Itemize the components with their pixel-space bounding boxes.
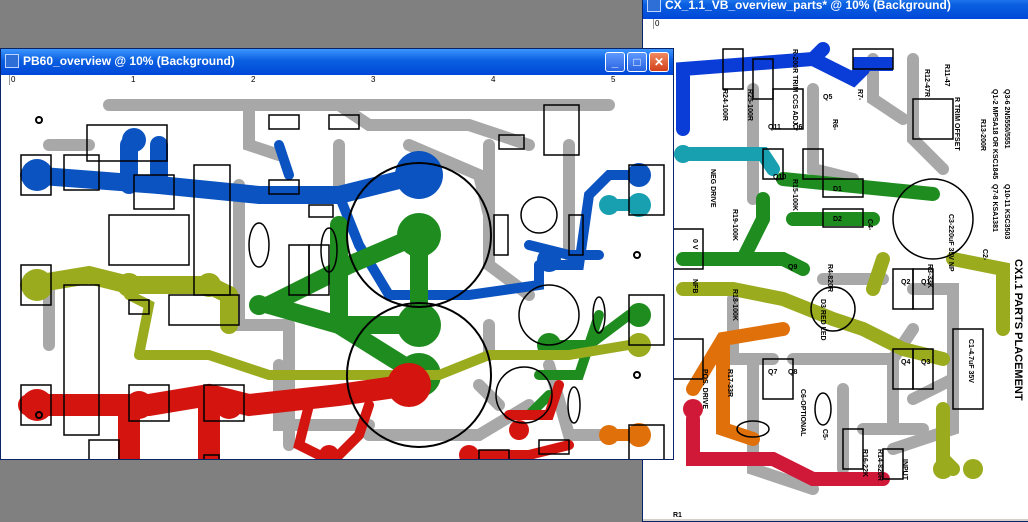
main-cap-outline-1 bbox=[346, 162, 492, 308]
ruler-label-2: 2 bbox=[251, 75, 256, 84]
r12-label: R12-47R bbox=[923, 69, 930, 97]
c6-label: C6-OPTIONAL bbox=[799, 389, 806, 437]
minimize-button[interactable]: _ bbox=[605, 52, 625, 72]
left-window-titlebar[interactable]: PB60_overview @ 10% (Background) _ □ ✕ bbox=[1, 49, 673, 75]
q11-label: Q11 bbox=[768, 124, 781, 131]
photoshop-document-icon bbox=[5, 54, 19, 68]
pb60-overview-window: PB60_overview @ 10% (Background) _ □ ✕ 0… bbox=[0, 48, 674, 460]
d1-label: D1 bbox=[833, 186, 842, 193]
pos-drive-label: POS. DRIVE bbox=[701, 369, 708, 409]
r19-label: R19-100K bbox=[731, 209, 738, 241]
q9-label: Q9 bbox=[788, 264, 797, 271]
q8-label: Q8 bbox=[788, 369, 797, 376]
right-ruler-label: 0 bbox=[655, 19, 660, 28]
q7-label: Q7 bbox=[768, 369, 777, 376]
c3-label: C3-220uF 35V NP bbox=[947, 214, 954, 272]
q3-6-note: Q3-6 2N5550/5551 bbox=[1003, 89, 1010, 149]
neg-drive-label: NEG DRIVE bbox=[709, 169, 716, 208]
q1-label: Q1 bbox=[921, 279, 930, 286]
r7-label: R7- bbox=[856, 89, 863, 101]
cx11-pcb-layout: CX1.1 PARTS PLACEMENT Q1-2 MPSA18 OR KSC… bbox=[672, 42, 1024, 519]
ruler-label-5: 5 bbox=[611, 75, 616, 84]
ccs-trim-label: R-200R TRIM CCS ADJ. bbox=[791, 49, 798, 127]
r6-label: R6- bbox=[831, 119, 838, 131]
r11-label: R11-47 bbox=[943, 64, 950, 87]
pcb-parts-window: CX_1.1_VB_overview_parts* @ 10% (Backgro… bbox=[642, 0, 1028, 522]
r25-label: R25-100R bbox=[746, 89, 753, 121]
blue-cap-pad bbox=[395, 151, 443, 199]
left-canvas[interactable] bbox=[9, 85, 673, 459]
r16-label: R16-22K bbox=[861, 449, 868, 477]
q6-label: Q6 bbox=[793, 124, 802, 131]
r18-label: R18-100K bbox=[731, 289, 738, 321]
deep-blue-pad bbox=[853, 57, 893, 71]
q1-2-note: Q1-2 MPSA18 OR KSC1845 bbox=[991, 89, 998, 179]
r4-label: R4-820R bbox=[826, 264, 833, 292]
ov-label: 0 V bbox=[691, 239, 698, 250]
close-button[interactable]: ✕ bbox=[649, 52, 669, 72]
r13-label: R13-200R bbox=[979, 119, 986, 151]
r14-label: R14-820R bbox=[876, 449, 883, 481]
q7-8-note: Q7-8 KSA1381 bbox=[991, 184, 998, 232]
photoshop-document-icon bbox=[647, 0, 661, 12]
d2-label: D2 bbox=[833, 216, 842, 223]
c3-capacitor-outline bbox=[892, 178, 974, 260]
q3-label: Q3 bbox=[921, 359, 930, 366]
right-window-titlebar[interactable]: CX_1.1_VB_overview_parts* @ 10% (Backgro… bbox=[643, 0, 1028, 19]
d3-label: D3 RED LED bbox=[819, 299, 826, 341]
ruler-label-0: 0 bbox=[11, 75, 16, 84]
q4-label: Q4 bbox=[901, 359, 910, 366]
q2-label: Q2 bbox=[901, 279, 910, 286]
right-window-title: CX_1.1_VB_overview_parts* @ 10% (Backgro… bbox=[665, 0, 951, 12]
ruler-label-1: 1 bbox=[131, 75, 136, 84]
c2-label: C2- bbox=[981, 249, 988, 261]
q10-11-note: Q10-11 KSC3503 bbox=[1003, 184, 1010, 239]
nfb-label: NFB bbox=[691, 279, 698, 293]
r17-label: R17-33R bbox=[726, 369, 733, 397]
c5-label: C5- bbox=[821, 429, 828, 441]
r24-label: R24-100R bbox=[721, 89, 728, 121]
input-label: INPUT bbox=[901, 459, 908, 481]
maximize-button[interactable]: □ bbox=[627, 52, 647, 72]
r15-label: R15-100K bbox=[791, 179, 798, 211]
q5-label: Q5 bbox=[823, 94, 832, 101]
c4-label: C4- bbox=[866, 219, 873, 231]
ruler-label-4: 4 bbox=[491, 75, 496, 84]
c1-label: C1-4.7uF 35V bbox=[967, 339, 974, 383]
offset-trim-label: R TRIM OFFSET bbox=[953, 97, 960, 151]
q10-label: Q10 bbox=[773, 174, 786, 181]
r1-label: R1 bbox=[673, 512, 682, 519]
r3-label: R3-33K bbox=[926, 264, 933, 288]
right-canvas[interactable]: CX1.1 PARTS PLACEMENT Q1-2 MPSA18 OR KSC… bbox=[653, 29, 1028, 519]
main-cap-outline-2 bbox=[346, 302, 492, 448]
pb60-pcb-layout bbox=[18, 99, 665, 459]
left-window-title: PB60_overview @ 10% (Background) bbox=[23, 54, 235, 68]
ruler-label-3: 3 bbox=[371, 75, 376, 84]
parts-placement-title: CX1.1 PARTS PLACEMENT bbox=[1012, 259, 1024, 401]
